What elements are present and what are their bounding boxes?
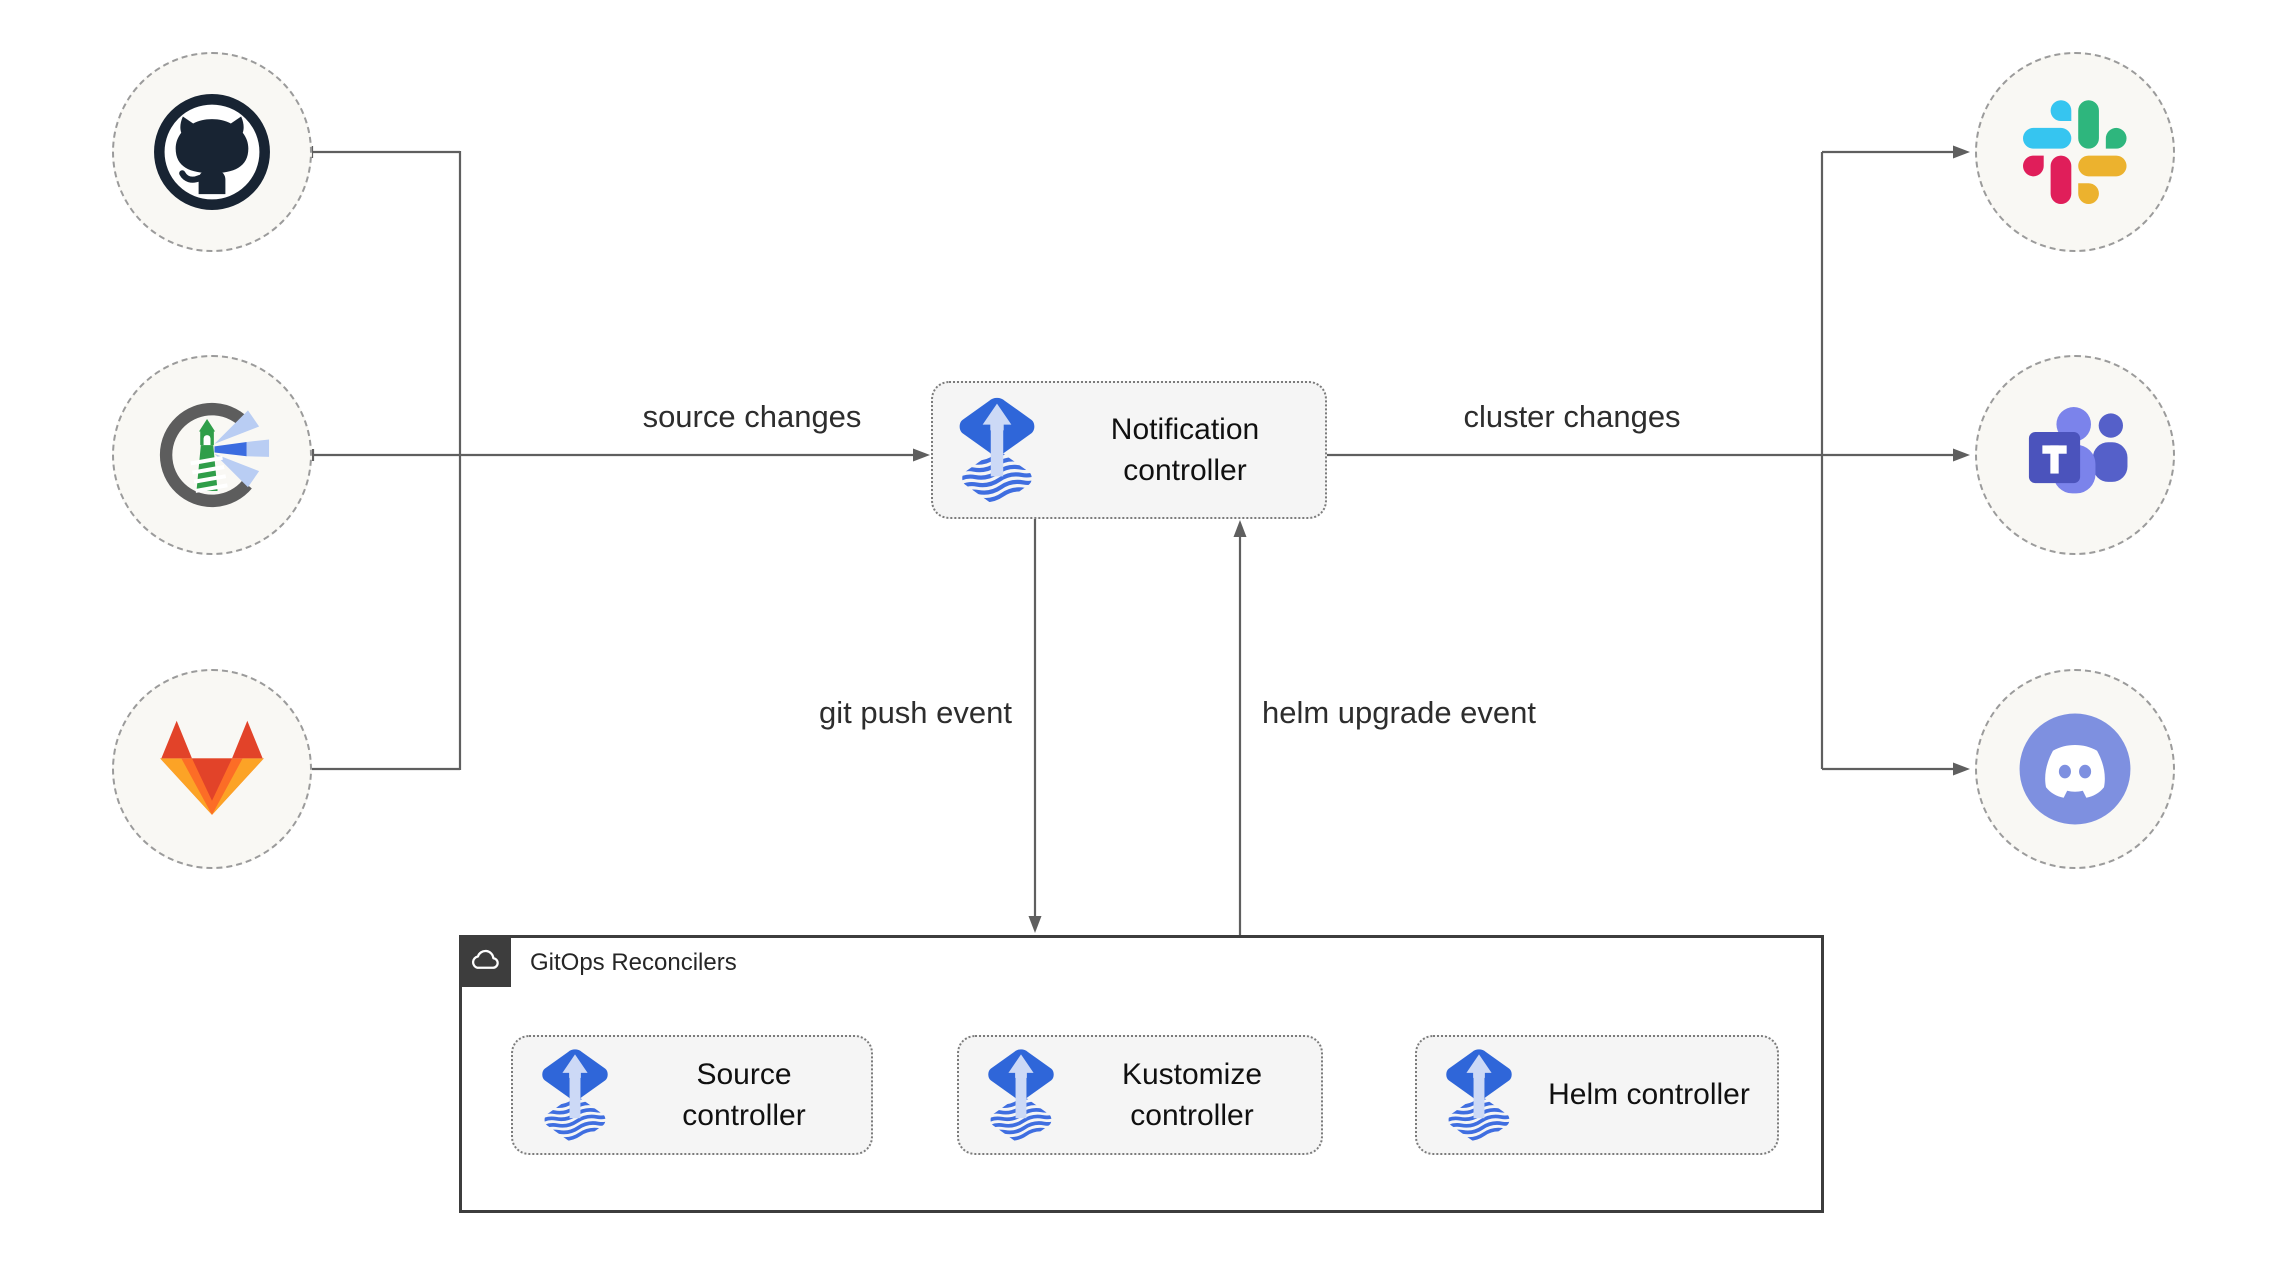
github-icon	[154, 94, 270, 210]
gitops-title: GitOps Reconcilers	[530, 949, 737, 976]
flux-icon	[979, 1046, 1063, 1145]
helm-controller-label: Helm controller	[1548, 1078, 1750, 1112]
harbor-icon	[159, 402, 270, 508]
source-node-github	[112, 52, 312, 252]
slack-icon	[2023, 100, 2127, 204]
source-node-harbor	[112, 355, 312, 555]
gitops-corner-badge	[459, 935, 511, 987]
edge-label-helm-upgrade-event: helm upgrade event	[1262, 695, 1537, 730]
flux-icon	[1437, 1046, 1521, 1145]
notification-controller-node: Notification controller	[931, 381, 1327, 519]
notification-controller-label: Notification controller	[1110, 412, 1260, 487]
source-controller-node: Source controller	[511, 1035, 873, 1155]
helm-controller-node: Helm controller	[1415, 1035, 1779, 1155]
edge-label-source-changes: source changes	[642, 399, 862, 434]
target-node-slack	[1975, 52, 2175, 252]
source-node-gitlab	[112, 669, 312, 869]
flux-icon	[533, 1046, 617, 1145]
kustomize-controller-node: Kustomize controller	[957, 1035, 1323, 1155]
edge-source-changes	[307, 146, 914, 775]
discord-icon	[2019, 713, 2131, 825]
edge-label-cluster-changes: cluster changes	[1463, 399, 1681, 434]
edge-label-git-push-event: git push event	[818, 695, 1012, 730]
target-node-discord	[1975, 669, 2175, 869]
teams-icon	[2028, 407, 2128, 494]
notification-controller-label-wrap: Notification controller	[1045, 409, 1325, 492]
cloud-icon	[471, 949, 499, 969]
target-node-teams	[1975, 355, 2175, 555]
kustomize-controller-label: Kustomize controller	[1121, 1057, 1263, 1132]
edge-cluster-changes	[1327, 150, 1954, 771]
gitops-reconcilers-container: GitOps Reconcilers Source controller Kus…	[459, 935, 1824, 1213]
source-controller-label: Source controller	[682, 1057, 806, 1132]
flux-icon	[949, 394, 1045, 507]
gitlab-icon	[160, 720, 264, 815]
